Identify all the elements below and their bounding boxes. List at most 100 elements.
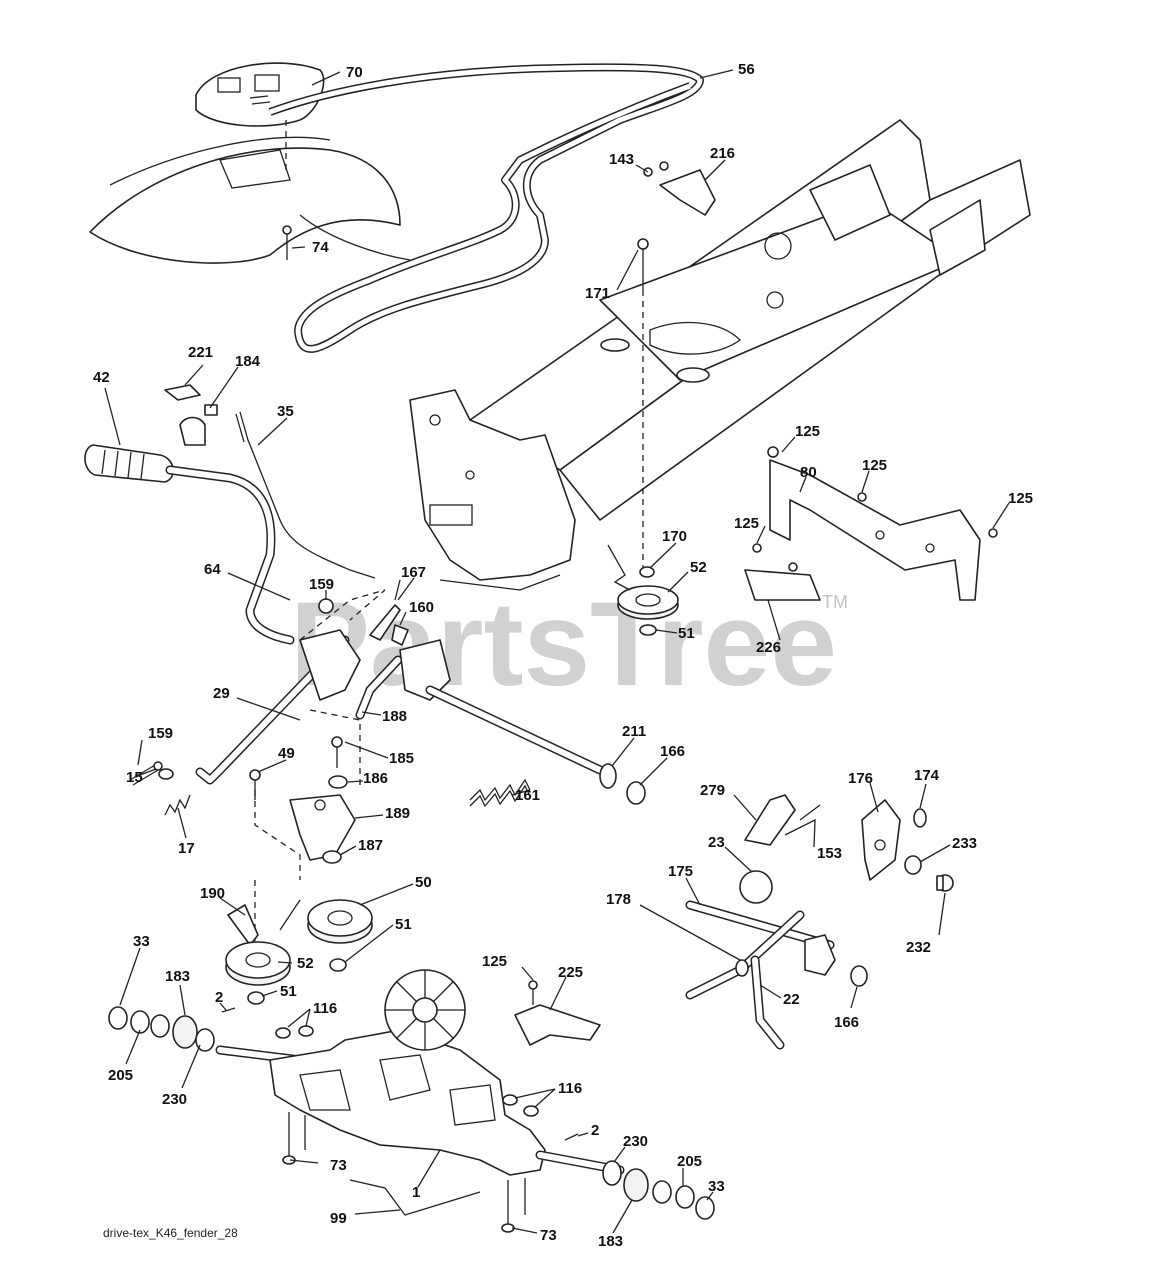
ring-166-top xyxy=(626,781,646,805)
callout-56: 56 xyxy=(738,61,755,78)
transaxle xyxy=(215,1029,625,1176)
callout-17: 17 xyxy=(178,840,195,857)
leader-lines xyxy=(104,69,1010,1234)
bolt-171 xyxy=(637,238,649,290)
callout-116-b: 116 xyxy=(558,1080,582,1097)
cooling-fan xyxy=(384,969,466,1051)
callout-29: 29 xyxy=(213,685,230,702)
bracket-190 xyxy=(227,899,301,946)
callout-23: 23 xyxy=(708,834,725,851)
callout-166-b: 166 xyxy=(834,1014,859,1031)
callout-52-a: 52 xyxy=(690,559,707,576)
callout-99: 99 xyxy=(330,1210,347,1227)
callout-160: 160 xyxy=(409,599,434,616)
callout-186: 186 xyxy=(363,770,388,787)
callout-125-e: 125 xyxy=(482,953,507,970)
washer-15 xyxy=(158,768,174,780)
callout-211: 211 xyxy=(622,723,646,740)
handle-grip-42 xyxy=(84,444,174,483)
idler-pulley-52 xyxy=(617,566,679,636)
callout-232: 232 xyxy=(906,939,931,956)
callout-174: 174 xyxy=(914,767,940,784)
bracket-225 xyxy=(514,1004,601,1046)
callout-15: 15 xyxy=(126,769,143,786)
lever-dash xyxy=(254,709,361,880)
callout-125-a: 125 xyxy=(795,423,820,440)
left-axle-stack xyxy=(108,1006,236,1052)
callout-51-a: 51 xyxy=(678,625,695,642)
callout-178: 178 xyxy=(606,891,631,908)
callout-52-b: 52 xyxy=(297,955,314,972)
rod-99 xyxy=(349,1179,481,1216)
callout-153: 153 xyxy=(817,845,842,862)
callout-143: 143 xyxy=(609,151,634,168)
watermark-trademark: TM xyxy=(822,592,848,612)
callout-190: 190 xyxy=(200,885,225,902)
callout-166-a: 166 xyxy=(660,743,685,760)
callout-230-b: 230 xyxy=(623,1133,648,1150)
front-bracket xyxy=(409,389,576,591)
callout-74: 74 xyxy=(312,239,329,256)
lift-rod-35 xyxy=(239,411,376,579)
ring-166-bottom xyxy=(850,965,868,987)
mounting-plate-80 xyxy=(744,446,998,601)
link-159-top xyxy=(318,598,334,614)
callout-170: 170 xyxy=(662,528,687,545)
callout-125-d: 125 xyxy=(734,515,759,532)
shaft-175-inner xyxy=(687,902,833,948)
callout-2-b: 2 xyxy=(591,1122,599,1139)
callout-183-b: 183 xyxy=(598,1233,623,1250)
callout-73-b: 73 xyxy=(540,1227,557,1244)
pulley-50 xyxy=(307,899,373,944)
callout-230-a: 230 xyxy=(162,1091,187,1108)
bracket-167 xyxy=(369,579,401,641)
nuts-116-left xyxy=(275,1025,314,1039)
callout-205-a: 205 xyxy=(108,1067,133,1084)
callout-161: 161 xyxy=(515,787,540,804)
callout-22: 22 xyxy=(783,991,800,1008)
washer-187 xyxy=(322,850,342,864)
spring-hook xyxy=(607,544,631,591)
hub-assembly xyxy=(735,934,836,977)
callout-188: 188 xyxy=(382,708,407,725)
fender-shroud xyxy=(195,62,325,127)
diagram-caption: drive-tex_K46_fender_28 xyxy=(103,1226,238,1240)
spacer-186 xyxy=(328,775,348,789)
lever-assembly xyxy=(299,629,451,701)
callout-225: 225 xyxy=(558,964,583,981)
callout-51-b: 51 xyxy=(395,916,412,933)
spring-161 xyxy=(469,778,531,808)
o-ring-23 xyxy=(739,870,773,904)
callout-221: 221 xyxy=(188,344,213,361)
callout-50: 50 xyxy=(415,874,432,891)
linkage-dash xyxy=(299,589,386,641)
screw-74 xyxy=(282,225,292,260)
callout-176: 176 xyxy=(848,770,873,787)
bolt-232 xyxy=(936,874,954,892)
callout-167: 167 xyxy=(401,564,426,581)
washer-211 xyxy=(599,763,617,789)
fender xyxy=(89,136,411,264)
washer-174 xyxy=(913,808,927,828)
bracket-216 xyxy=(643,161,716,216)
callout-1: 1 xyxy=(412,1184,420,1201)
clip-184 xyxy=(179,404,218,446)
nuts-116-right xyxy=(502,1094,539,1117)
callout-159-a: 159 xyxy=(309,576,334,593)
bolts-73-left xyxy=(282,1112,306,1165)
callout-226: 226 xyxy=(756,639,781,656)
pulley-52-lower xyxy=(225,941,291,986)
ring-233 xyxy=(904,855,922,875)
callout-51-c: 51 xyxy=(280,983,297,1000)
pin-159 xyxy=(129,761,163,786)
callout-35: 35 xyxy=(277,403,294,420)
callout-125-c: 125 xyxy=(1008,490,1033,507)
callout-49: 49 xyxy=(278,745,295,762)
callout-42: 42 xyxy=(93,369,110,386)
idler-arm-189 xyxy=(289,794,356,861)
callout-185: 185 xyxy=(389,750,414,767)
callout-125-b: 125 xyxy=(862,457,887,474)
bolt-185 xyxy=(331,736,343,768)
drive-belt xyxy=(268,63,704,353)
